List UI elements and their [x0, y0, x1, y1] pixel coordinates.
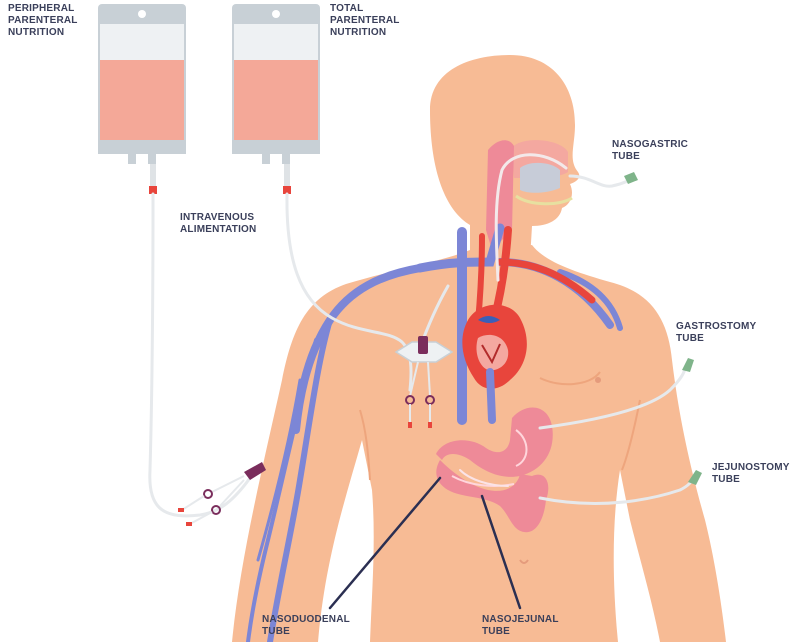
label-line: TUBE — [712, 474, 790, 486]
label-line: JEJUNOSTOMY — [712, 462, 790, 474]
label-total-parenteral-nutrition: TOTAL PARENTERAL NUTRITION — [330, 3, 400, 39]
label-line: INTRAVENOUS — [180, 212, 256, 224]
label-peripheral-parenteral-nutrition: PERIPHERAL PARENTERAL NUTRITION — [8, 3, 78, 39]
peripheral-iv-bag — [98, 4, 186, 194]
label-line: PARENTERAL — [330, 15, 400, 27]
peripheral-line — [150, 194, 250, 516]
label-intravenous-alimentation: INTRAVENOUS ALIMENTATION — [180, 212, 256, 236]
gastrostomy-tip — [682, 358, 694, 372]
label-line: NASODUODENAL — [262, 614, 350, 626]
label-nasogastric-tube: NASOGASTRIC TUBE — [612, 139, 688, 163]
label-line: TUBE — [676, 333, 756, 345]
label-nasoduodenal-tube: NASODUODENAL TUBE — [262, 614, 350, 638]
nasogastric-line — [570, 176, 630, 186]
label-nasojejunal-tube: NASOJEJUNAL TUBE — [482, 614, 559, 638]
total-iv-bag — [232, 4, 320, 194]
label-line: NASOJEJUNAL — [482, 614, 559, 626]
label-line: TOTAL — [330, 3, 400, 15]
label-line: TUBE — [612, 151, 688, 163]
label-line: TUBE — [262, 626, 350, 638]
label-jejunostomy-tube: JEJUNOSTOMY TUBE — [712, 462, 790, 486]
label-line: GASTROSTOMY — [676, 321, 756, 333]
label-line: NUTRITION — [8, 27, 78, 39]
nipple — [595, 377, 601, 383]
label-line: NUTRITION — [330, 27, 400, 39]
label-line: PARENTERAL — [8, 15, 78, 27]
label-line: ALIMENTATION — [180, 224, 256, 236]
label-line: TUBE — [482, 626, 559, 638]
label-line: PERIPHERAL — [8, 3, 78, 15]
label-gastrostomy-tube: GASTROSTOMY TUBE — [676, 321, 756, 345]
label-line: NASOGASTRIC — [612, 139, 688, 151]
